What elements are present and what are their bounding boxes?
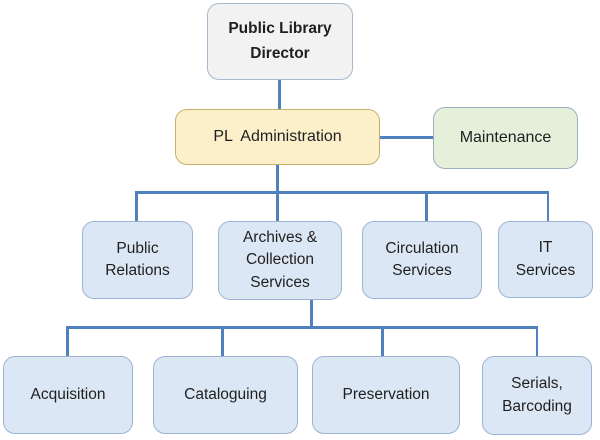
connector-director-administration xyxy=(278,80,281,110)
connector-drop-public-relations xyxy=(135,191,138,222)
node-maintenance: Maintenance xyxy=(433,107,578,169)
connector-drop-it xyxy=(546,191,549,222)
node-pl-administration: PL Administration xyxy=(175,109,380,165)
node-label: Acquisition xyxy=(30,385,106,403)
connector-administration-archives xyxy=(276,165,279,222)
node-label: IT Services xyxy=(515,239,576,279)
node-acquisition: Acquisition xyxy=(3,356,133,434)
node-label: Public Relations xyxy=(105,239,170,279)
connector-level4-bus xyxy=(66,326,538,329)
connector-drop-serials xyxy=(535,326,538,357)
node-label: Public Library Director xyxy=(228,19,332,62)
node-serials-barcoding: Serials, Barcoding xyxy=(482,356,592,435)
node-cataloguing: Cataloguing xyxy=(153,356,298,434)
node-circulation-services: Circulation Services xyxy=(362,221,482,299)
connector-level3-bus xyxy=(135,191,549,194)
connector-drop-cataloguing xyxy=(221,326,224,357)
connector-administration-maintenance xyxy=(380,136,433,139)
node-label: Maintenance xyxy=(459,129,552,147)
node-label: Cataloguing xyxy=(184,385,267,403)
node-label: PL Administration xyxy=(213,128,342,146)
node-label: Circulation Services xyxy=(385,239,459,279)
node-public-relations: Public Relations xyxy=(82,221,193,299)
connector-drop-acquisition xyxy=(66,326,69,357)
node-archives-collection-services: Archives & Collection Services xyxy=(218,221,342,300)
node-label: Preservation xyxy=(342,385,430,403)
node-public-library-director: Public Library Director xyxy=(207,3,353,80)
connector-drop-circulation xyxy=(425,191,428,222)
node-label: Serials, Barcoding xyxy=(502,375,572,415)
node-it-services: IT Services xyxy=(498,221,593,298)
connector-archives-level4 xyxy=(310,299,313,328)
node-preservation: Preservation xyxy=(312,356,460,434)
connector-drop-preservation xyxy=(381,326,384,357)
node-label: Archives & Collection Services xyxy=(242,228,318,291)
